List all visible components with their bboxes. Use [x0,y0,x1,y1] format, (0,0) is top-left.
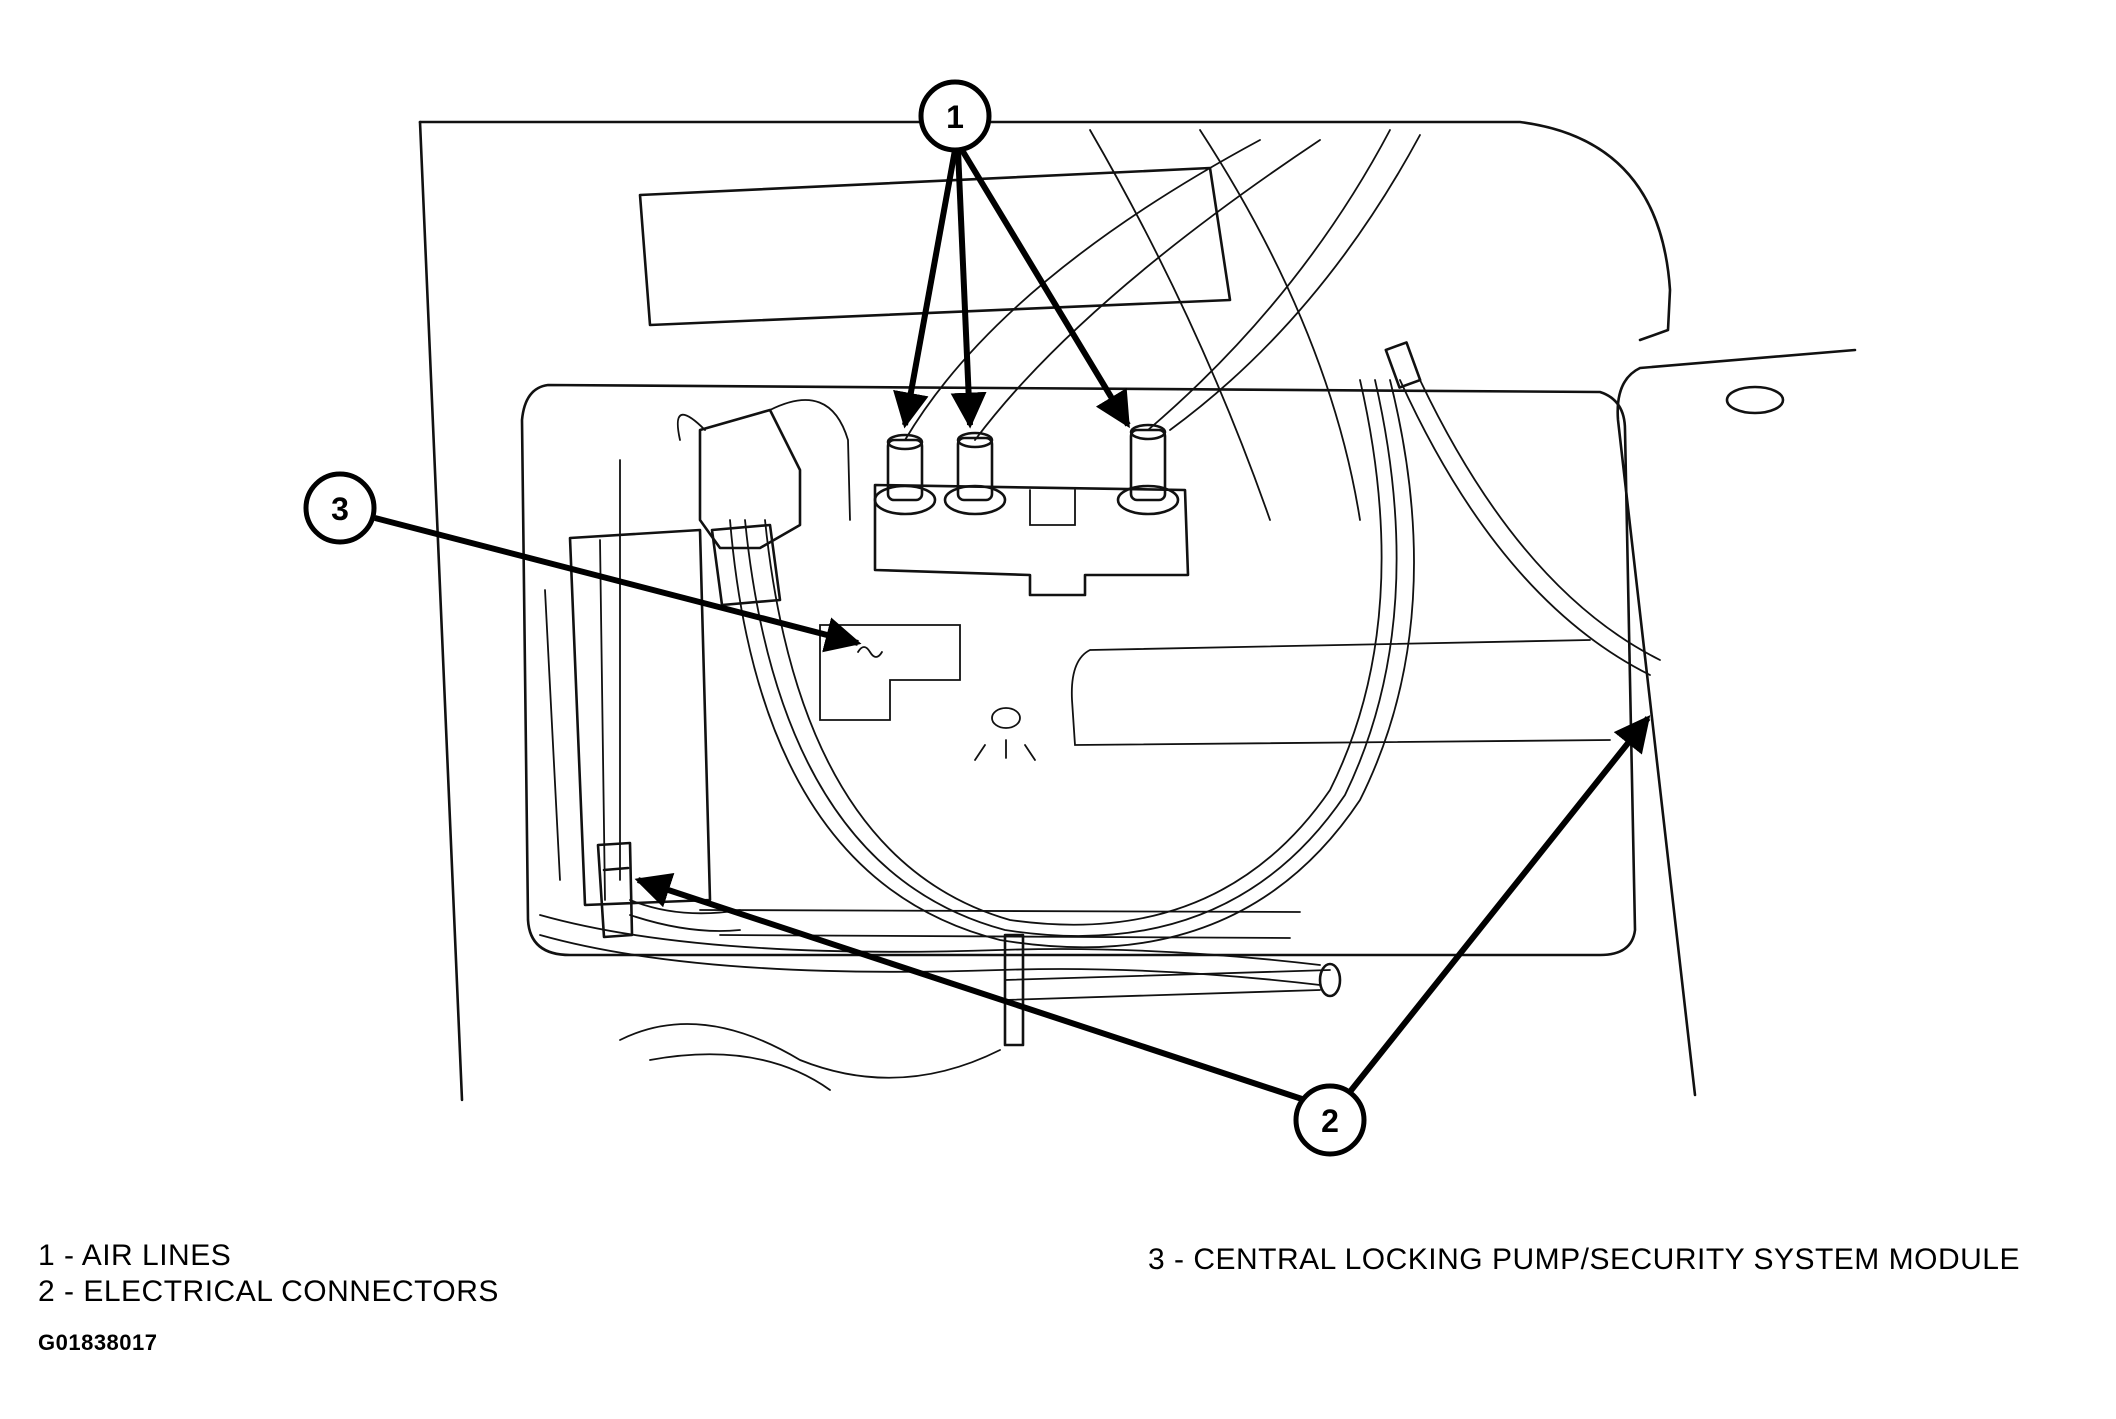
callout-1-leader-c [959,148,1131,429]
panel-hole [1725,385,1785,415]
module-circle-mark [991,707,1021,729]
callout-2-number: 2 [1321,1103,1339,1139]
module-tick-marks [974,739,1036,761]
callout-1-leader-a [893,149,958,429]
connector-wires-left [629,899,741,932]
callout-3-number: 3 [331,491,349,527]
manifold-notch [1029,489,1076,526]
module-inner-outline [619,459,1611,881]
door-panel-left-edge [418,120,464,1102]
air-line-manifold [873,483,1190,597]
callout-3: 3 [303,471,377,545]
air-line-fittings [873,423,1180,516]
harness-tie-strap [1003,933,1025,1047]
module-wavy-mark [857,646,883,658]
legend-item-air-lines: 1 - AIR LINES [38,1239,232,1272]
legend-left-column: 1 - AIR LINES 2 - ELECTRICAL CONNECTORS [38,1238,499,1310]
callout-2-leader-b [1342,715,1651,1100]
callout-1-number: 1 [946,99,964,135]
callout-1: 1 [918,79,992,153]
callout-1-leader-b [950,149,987,429]
legend-item-central-locking-module: 3 - CENTRAL LOCKING PUMP/SECURITY SYSTEM… [1148,1243,2020,1276]
hose-end [1318,962,1342,998]
harness-clip-upper [1384,341,1422,389]
figure-id: G01838017 [38,1330,158,1355]
electrical-connector-left [596,841,634,939]
right-side-panel [1616,348,1857,1097]
legend-item-electrical-connectors: 2 - ELECTRICAL CONNECTORS [38,1275,499,1308]
left-module-groove [544,539,606,901]
callout-2: 2 [1293,1083,1367,1157]
module-label-plate [819,624,961,721]
upper-plug-body [710,523,782,607]
wiring-harness [539,129,1661,1091]
module-lower-tray [699,909,1301,939]
upper-electrical-plug [698,408,802,550]
callout-2-leader-a [634,873,1306,1103]
upper-trim-panel [638,166,1232,327]
door-panel-outline [418,120,1672,342]
module-housing [520,383,1637,957]
upper-plug-cable [676,399,851,521]
legend-right-column: 3 - CENTRAL LOCKING PUMP/SECURITY SYSTEM… [1148,1242,2020,1278]
left-module-body [568,528,712,907]
callout-3-leader [374,515,862,653]
